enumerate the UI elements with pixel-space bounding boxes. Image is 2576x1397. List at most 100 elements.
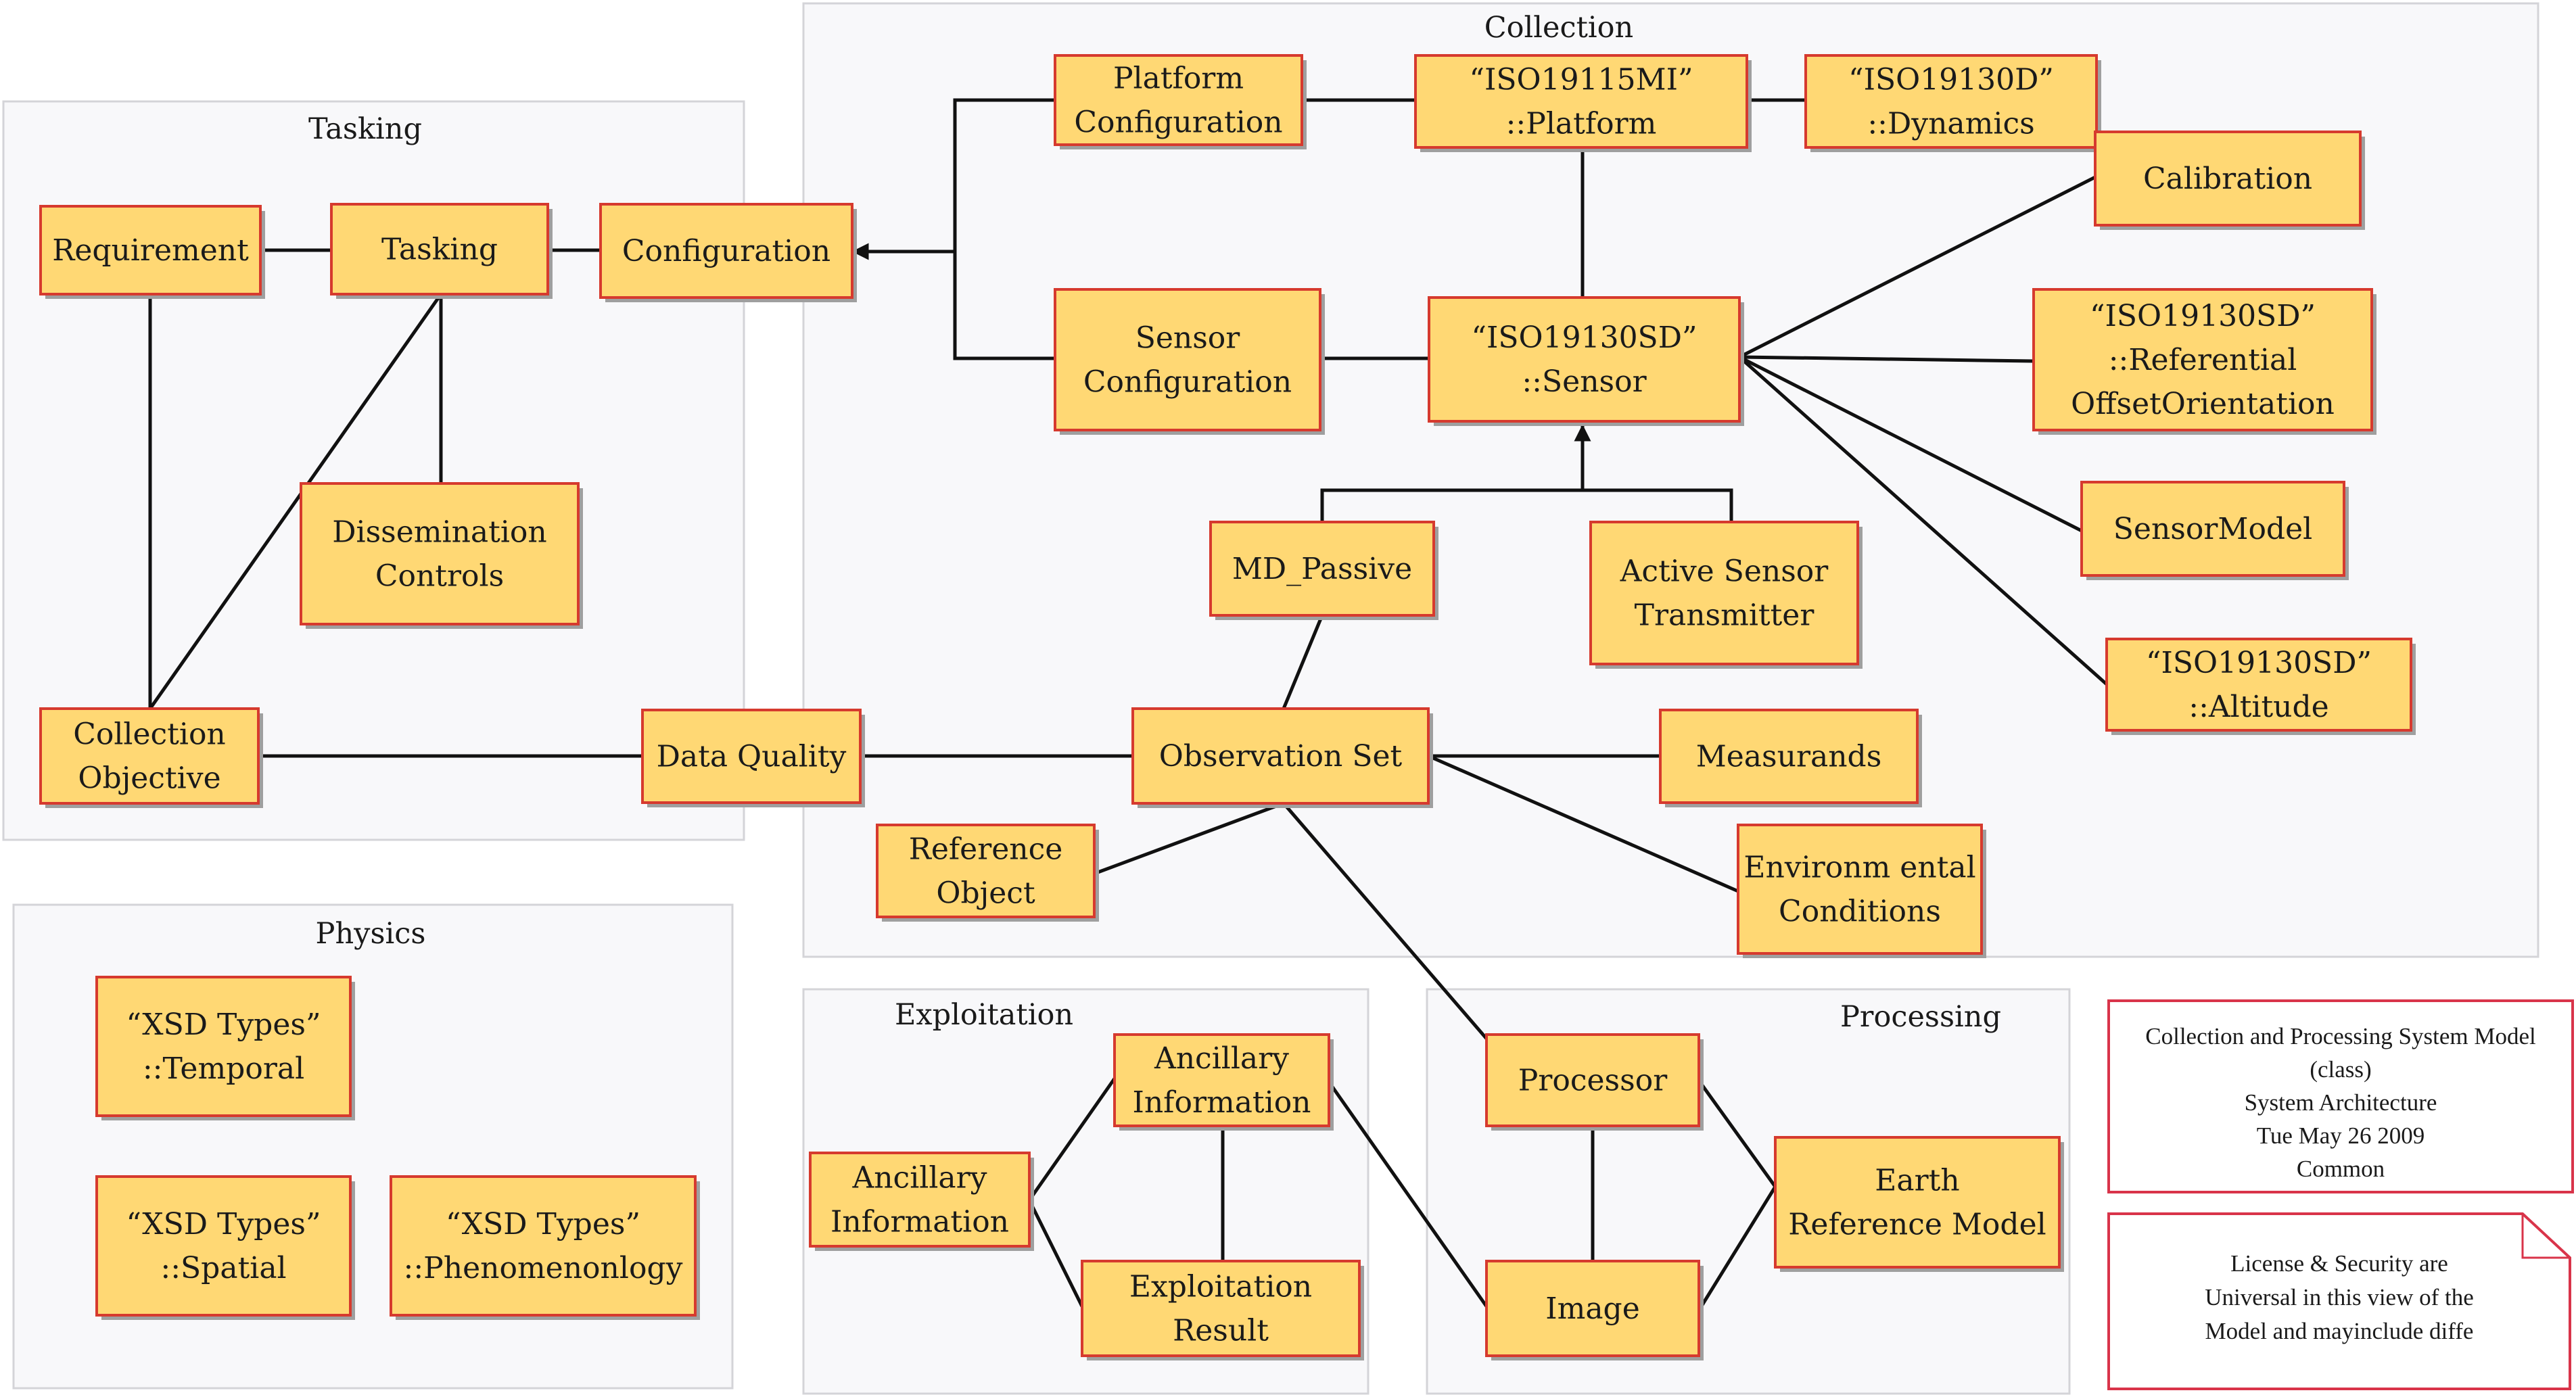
class-box bbox=[1131, 707, 1430, 805]
class-box bbox=[1485, 1260, 1700, 1357]
class-box bbox=[95, 976, 352, 1117]
class-label: Reference Model bbox=[1788, 1208, 2046, 1242]
note-model-info-line-1: Collection and Processing System Model bbox=[2145, 1023, 2536, 1049]
class-label: ::Altitude bbox=[2188, 690, 2328, 724]
package-collection-label: Collection bbox=[1484, 11, 1633, 45]
class-xsd-spatial: “XSD Types”::Spatial bbox=[95, 1175, 355, 1320]
class-label: Information bbox=[1132, 1085, 1311, 1120]
class-box bbox=[1428, 296, 1741, 423]
note-model-info-line-5: Common bbox=[2297, 1156, 2385, 1182]
class-box bbox=[1774, 1136, 2061, 1269]
class-label: Requirement bbox=[52, 233, 249, 268]
edge-ancillary-top-image bbox=[1327, 1081, 1489, 1308]
edge-image-earth bbox=[1697, 1185, 1777, 1312]
class-configuration: Configuration bbox=[599, 203, 857, 302]
class-label: “XSD Types” bbox=[446, 1207, 640, 1241]
note-license-fold bbox=[2521, 1214, 2570, 1259]
edge-observation-set-environmental bbox=[1427, 754, 1739, 893]
edge-sensor-calibration bbox=[1738, 175, 2097, 359]
class-label: Information bbox=[830, 1205, 1009, 1239]
class-label: ::Temporal bbox=[143, 1051, 304, 1086]
edge-generalization-tree bbox=[1320, 488, 1733, 522]
class-label: Objective bbox=[78, 761, 220, 796]
class-box bbox=[1659, 709, 1919, 804]
class-box bbox=[2080, 481, 2345, 577]
class-label: ::Referential bbox=[2109, 343, 2297, 377]
note-license-line-3: Model and mayinclude diffe bbox=[2205, 1318, 2474, 1344]
class-label: Dissemination bbox=[332, 515, 547, 550]
class-label: “XSD Types” bbox=[126, 1207, 321, 1241]
class-md-passive: MD_Passive bbox=[1209, 521, 1438, 620]
class-label: “ISO19115MI” bbox=[1470, 63, 1693, 97]
class-data-quality: Data Quality bbox=[641, 709, 865, 807]
class-label: Ancillary bbox=[1154, 1041, 1289, 1076]
class-box bbox=[1113, 1033, 1330, 1127]
class-label: Active Sensor bbox=[1620, 554, 1829, 589]
class-label: “ISO19130SD” bbox=[2146, 646, 2372, 680]
class-box bbox=[1054, 288, 1321, 431]
class-label: Sensor bbox=[1135, 321, 1241, 356]
note-license-line-1: License & Security are bbox=[2230, 1250, 2448, 1277]
class-box bbox=[300, 482, 580, 625]
class-label: “ISO19130SD” bbox=[1472, 321, 1697, 355]
class-box bbox=[2032, 288, 2373, 431]
class-box bbox=[1485, 1033, 1700, 1127]
class-label: Configuration bbox=[1083, 365, 1292, 400]
note-model-info-text: Collection and Processing System Model (… bbox=[2145, 1023, 2536, 1182]
class-requirement: Requirement bbox=[39, 205, 265, 299]
class-tasking: Tasking bbox=[330, 203, 553, 299]
class-label: “ISO19130SD” bbox=[2090, 299, 2316, 333]
class-label: Ancillary bbox=[851, 1161, 987, 1195]
class-label: Exploitation bbox=[1129, 1270, 1312, 1304]
class-label: “ISO19130D” bbox=[1848, 63, 2054, 97]
class-label: ::Phenomenonlogy bbox=[404, 1251, 683, 1285]
class-label: Processor bbox=[1518, 1064, 1668, 1098]
class-box bbox=[599, 203, 853, 299]
class-label: Measurands bbox=[1696, 740, 1882, 774]
package-processing-label: Processing bbox=[1840, 1000, 2001, 1034]
edge-tasking-collection-objective bbox=[148, 293, 443, 710]
edge-passive-observation-set bbox=[1282, 615, 1324, 709]
note-license-line-2: Universal in this view of the bbox=[2205, 1284, 2474, 1310]
class-box bbox=[1054, 54, 1303, 146]
note-model-info-line-3: System Architecture bbox=[2245, 1089, 2437, 1116]
note-license-text: License & Security are Universal in this… bbox=[2205, 1250, 2474, 1344]
class-label: “XSD Types” bbox=[126, 1008, 321, 1042]
class-box bbox=[1737, 824, 1983, 955]
class-label: Result bbox=[1173, 1314, 1269, 1348]
class-label: Object bbox=[936, 876, 1035, 911]
package-physics-label: Physics bbox=[316, 917, 426, 951]
class-image: Image bbox=[1485, 1260, 1704, 1360]
edge-observation-set-processor bbox=[1282, 802, 1488, 1040]
class-box bbox=[2094, 131, 2362, 227]
class-label: Transmitter bbox=[1635, 598, 1815, 633]
package-tasking-label: Tasking bbox=[308, 112, 422, 146]
class-box bbox=[1209, 521, 1435, 617]
class-iso19130sd-referential: “ISO19130SD”::ReferentialOffsetOrientati… bbox=[2032, 288, 2376, 435]
class-iso19130sd-sensor: “ISO19130SD”::Sensor bbox=[1428, 296, 1744, 426]
edge-sensor-altitude bbox=[1738, 356, 2108, 686]
class-label: Conditions bbox=[1779, 895, 1941, 929]
class-label: Tasking bbox=[381, 233, 498, 267]
class-measurands: Measurands bbox=[1659, 709, 1922, 807]
class-calibration: Calibration bbox=[2094, 131, 2365, 230]
class-label: SensorModel bbox=[2113, 512, 2312, 546]
class-iso19130d-dynamics: “ISO19130D”::Dynamics bbox=[1804, 54, 2101, 152]
class-box bbox=[95, 1175, 352, 1317]
class-label: Data Quality bbox=[657, 740, 847, 774]
class-box bbox=[1804, 54, 2098, 149]
class-xsd-temporal: “XSD Types”::Temporal bbox=[95, 976, 355, 1120]
class-label: Configuration bbox=[1074, 105, 1282, 140]
class-label: Platform bbox=[1113, 62, 1244, 96]
class-label: Environm ental bbox=[1743, 851, 1975, 885]
class-label: Image bbox=[1545, 1292, 1640, 1326]
class-label: OffsetOrientation bbox=[2071, 387, 2335, 421]
class-box bbox=[2105, 638, 2412, 732]
